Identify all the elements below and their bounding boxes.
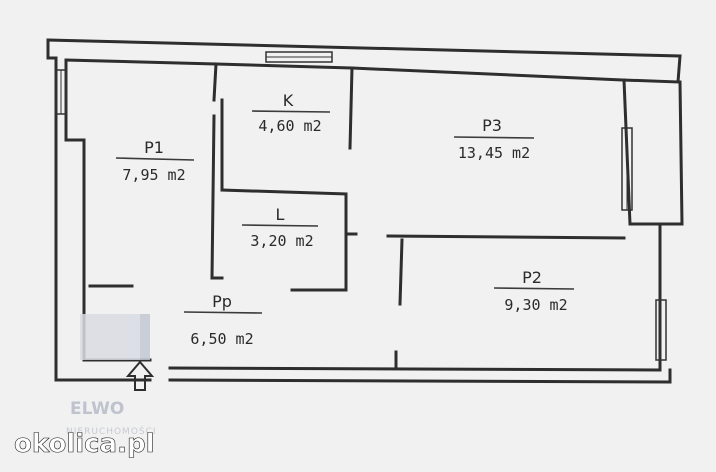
- room-label-k: K 4,60 m2: [251, 91, 331, 135]
- room-name: P3: [482, 116, 502, 135]
- room-label-p1: P1 7,95 m2: [115, 138, 195, 184]
- p1-window: [55, 69, 67, 115]
- label-divider: [493, 287, 575, 290]
- label-divider: [115, 157, 195, 161]
- watermark-subtitle: NIERUCHOMOŚCI: [66, 425, 157, 437]
- watermark-logo-side: [140, 314, 150, 360]
- kitchen-window: [265, 51, 333, 63]
- interior-walls: [88, 62, 626, 370]
- label-divider: [241, 224, 319, 227]
- brand-watermark: okolica.pl: [14, 429, 155, 459]
- p2-window: [655, 299, 667, 361]
- room-label-p3: P3 13,45 m2: [453, 116, 535, 162]
- watermark: ELWO NIERUCHOMOŚCI: [66, 314, 157, 437]
- up-arrow-icon: [125, 360, 155, 391]
- room-area: 7,95 m2: [122, 166, 185, 184]
- watermark-logo-block: [80, 314, 140, 360]
- label-divider: [251, 110, 331, 113]
- room-area: 6,50 m2: [190, 330, 253, 348]
- label-divider: [183, 311, 263, 314]
- room-area: 4,60 m2: [258, 117, 321, 135]
- room-area: 13,45 m2: [458, 144, 530, 162]
- watermark-word: ELWO: [70, 399, 124, 419]
- label-divider: [453, 136, 535, 139]
- room-area: 3,20 m2: [250, 232, 313, 250]
- room-name: Pp: [212, 292, 232, 311]
- balcony-outline: [622, 78, 662, 226]
- room-area: 9,30 m2: [504, 296, 567, 314]
- room-name: L: [276, 205, 285, 224]
- room-label-pp: Pp 6,50 m2: [183, 292, 263, 348]
- room-name: K: [283, 91, 294, 110]
- room-name: P1: [144, 138, 164, 157]
- room-label-p2: P2 9,30 m2: [493, 268, 575, 314]
- room-label-l: L 3,20 m2: [241, 205, 319, 250]
- room-name: P2: [522, 268, 542, 287]
